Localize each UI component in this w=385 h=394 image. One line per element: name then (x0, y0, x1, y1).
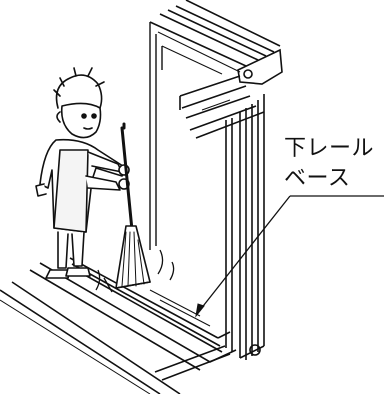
lower-rail-base (69, 257, 231, 381)
broom (115, 122, 151, 289)
motion-lines (95, 249, 175, 293)
leader-line (195, 195, 384, 318)
corner-post (225, 94, 265, 360)
part-label-line2: ベース (284, 166, 351, 191)
part-label-line1: 下レール (284, 136, 375, 161)
floor-slab (0, 262, 237, 394)
part-label: 下レール ベース (284, 134, 374, 194)
frame-inner-edge (149, 22, 163, 250)
upper-frame (149, 0, 283, 139)
person-sweeping (35, 67, 130, 279)
